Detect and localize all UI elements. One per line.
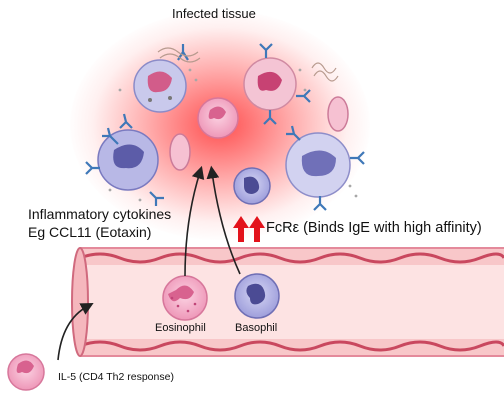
basophil-migration-arrow (206, 165, 241, 275)
basophil-label: Basophil (235, 322, 278, 334)
fcr-upregulation-arrows (233, 216, 265, 242)
ige-antibodies (85, 43, 365, 211)
basophil-cell-vessel (234, 273, 280, 319)
fcr-label: FcRε (Binds IgE with high affinity) (266, 220, 482, 236)
cytokines-label-line1: Inflammatory cytokines (28, 206, 172, 222)
eosinophil-cell-vessel (162, 275, 208, 321)
eosinophil-label: Eosinophil (155, 322, 206, 334)
il5-cell-icon (7, 353, 45, 391)
tissue-small-oval-left (169, 133, 191, 171)
tissue-basophil-center (233, 167, 271, 205)
il5-label: IL-5 (CD4 Th2 response) (58, 371, 174, 383)
tissue-cell-right (285, 132, 351, 198)
tissue-cell-top-right (243, 57, 297, 111)
diagram-title: Infected tissue (172, 6, 256, 21)
il5-arrow (57, 302, 94, 361)
granule-dots (108, 68, 358, 202)
tissue-eosinophil-center (197, 97, 239, 139)
tissue-small-oval-right (327, 96, 349, 132)
tissue-cell-left (97, 129, 159, 191)
tissue-cell-top-left (133, 59, 187, 113)
eosinophil-migration-arrow (184, 165, 205, 277)
cytokines-label-line2: Eg CCL11 (Eotaxin) (28, 224, 152, 240)
pathogen-squiggles (157, 47, 339, 82)
blood-vessel (71, 247, 504, 357)
